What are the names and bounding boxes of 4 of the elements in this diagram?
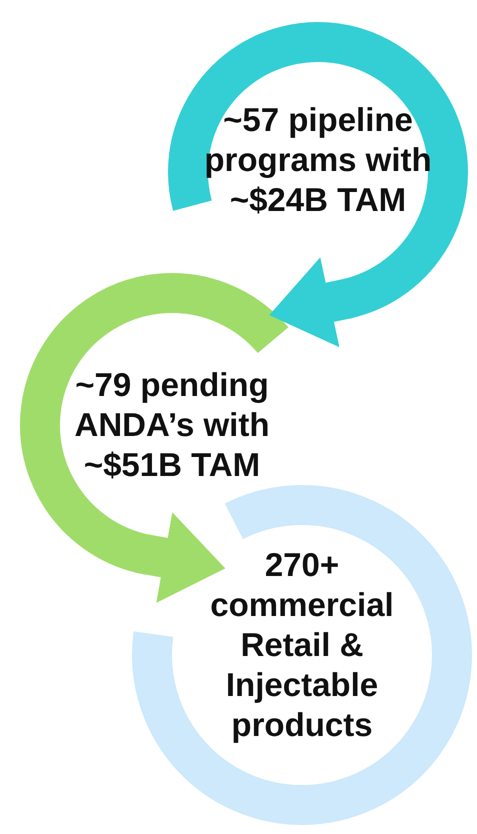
arrow bbox=[269, 257, 354, 348]
node-text: 270+ commercial Retail & Injectable products bbox=[209, 545, 395, 745]
arrow bbox=[141, 512, 226, 603]
node-text: ~79 pending ANDA’s with ~$51B TAM bbox=[74, 365, 270, 485]
